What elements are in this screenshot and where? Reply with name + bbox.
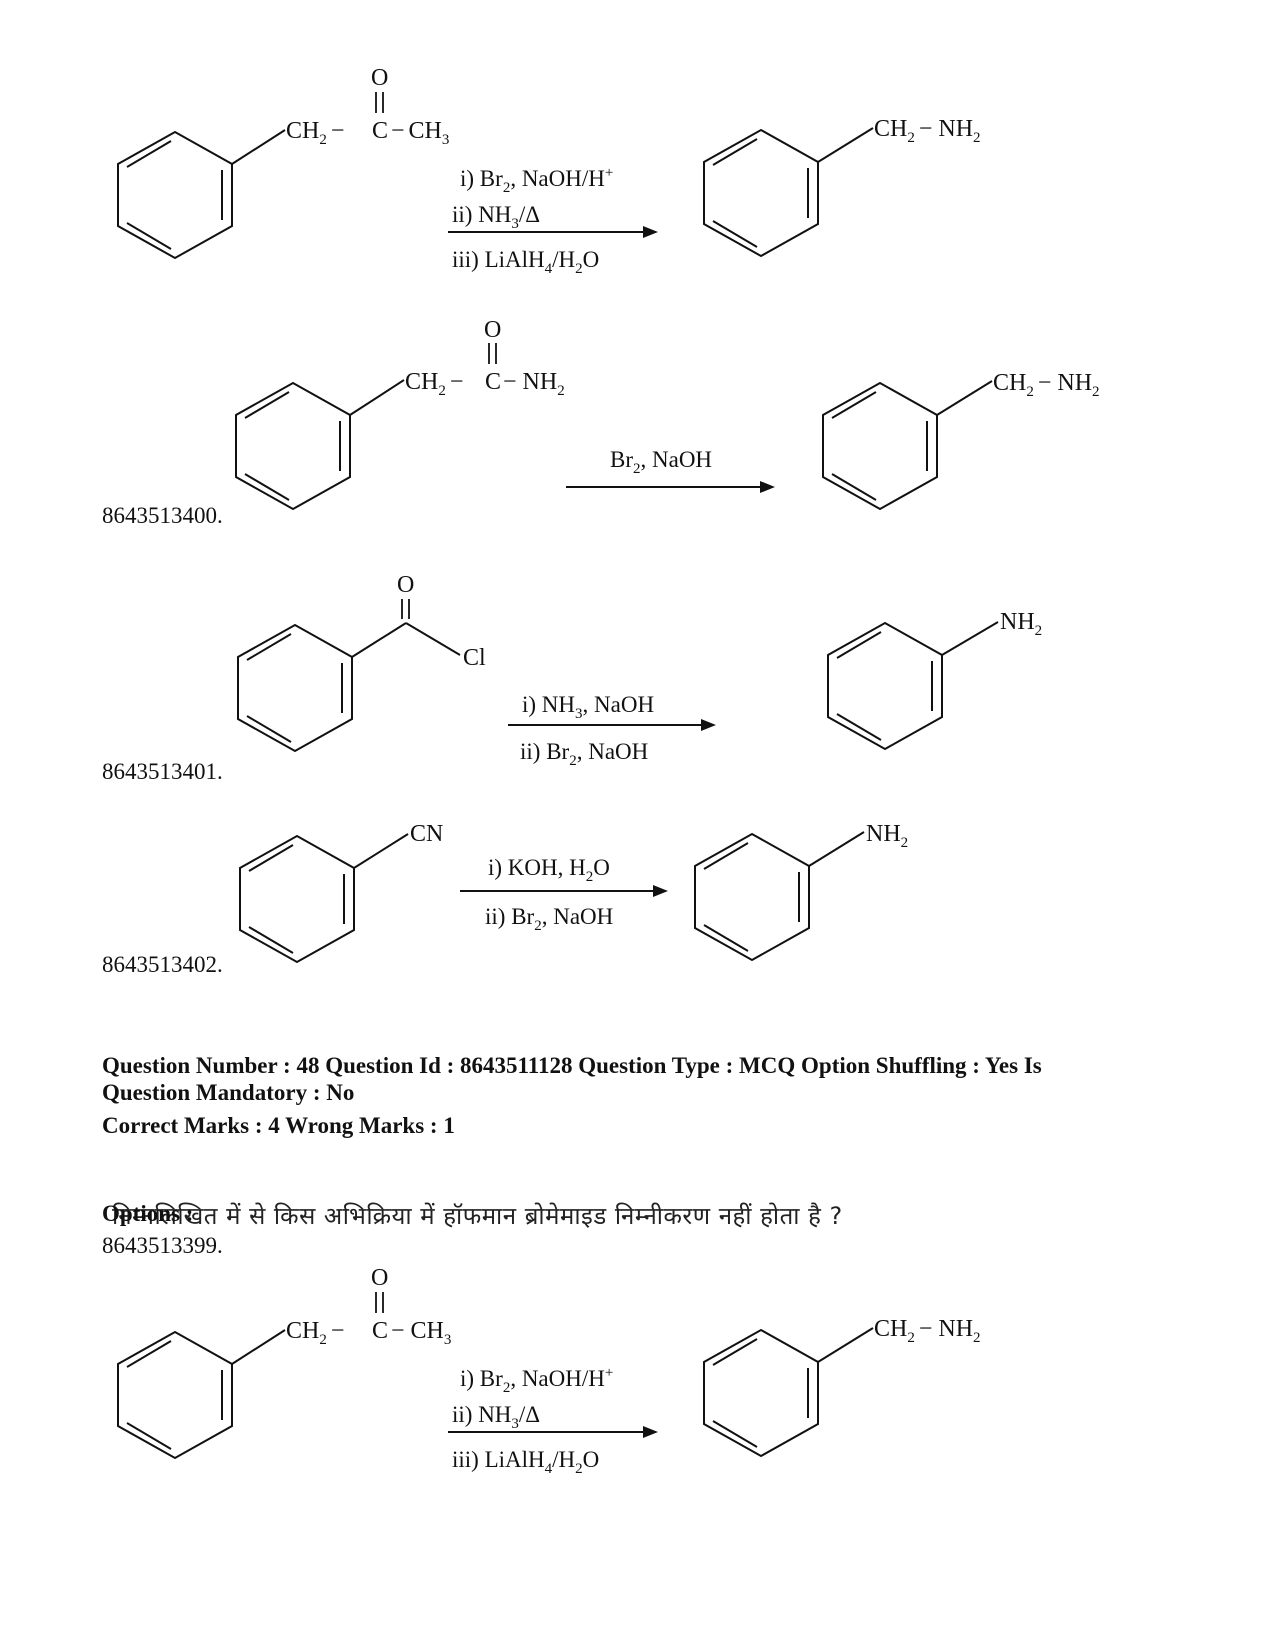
benzene-ring-product	[822, 381, 938, 511]
reagent-line: ii) NH3/Δ	[452, 1402, 540, 1432]
reaction-scheme: O Cl i) NH3, NaOH ii) Br2, NaOH NH2	[237, 572, 1042, 769]
question-header-line1: Question Number : 48 Question Id : 86435…	[102, 1053, 1042, 1078]
benzene-ring-product	[827, 621, 943, 751]
question-text: निम्नलिखित में से किस अभिक्रिया में हॉफम…	[112, 1202, 843, 1230]
benzene-ring-start	[117, 130, 233, 260]
group-ch3: − CH3	[391, 1318, 451, 1348]
reagent-line: i) NH3, NaOH	[522, 692, 654, 722]
option-id: 8643513402.	[102, 952, 223, 977]
option-id: 8643513399.	[102, 1233, 223, 1258]
benzene-ring-start	[237, 623, 353, 753]
benzene-ring-product	[694, 832, 810, 962]
group-ch3: −CH3	[391, 118, 449, 148]
reagent-line: i) KOH, H2O	[488, 855, 610, 885]
group-cn: CN	[410, 821, 443, 847]
reaction-option-8643513401: O Cl i) NH3, NaOH ii) Br2, NaOH NH2	[0, 565, 1275, 770]
reaction-option-8643513400: CH2− C O − NH2 Br2, NaOH CH2− NH2	[0, 315, 1275, 525]
reagent-line: iii) LiAlH4/H2O	[452, 247, 599, 277]
group-ch2: CH2−	[286, 118, 344, 148]
reagent-line: Br2, NaOH	[610, 447, 712, 477]
carbonyl-oxygen: O	[371, 1265, 388, 1291]
carbonyl-carbon: C	[372, 1318, 388, 1344]
product-group: CH2− NH2	[874, 116, 981, 146]
product-group: NH2	[1000, 609, 1042, 639]
carbonyl-carbon: C	[372, 118, 388, 144]
group-ch2: CH2−	[405, 369, 463, 399]
options-label: Options :	[102, 1201, 194, 1226]
group-ch2: CH2−	[286, 1318, 344, 1348]
reagent-line: ii) Br2, NaOH	[520, 739, 648, 769]
benzene-ring-product	[703, 128, 819, 258]
reaction-top-1: CH2− C O −CH3 i) Br2, NaOH/H+ ii) NH3/Δ …	[0, 60, 1275, 290]
benzene-ring-start	[117, 1330, 233, 1460]
reagent-line: i) Br2, NaOH/H+	[460, 165, 613, 196]
option-id: 8643513401.	[102, 759, 223, 784]
question-marks: Correct Marks : 4 Wrong Marks : 1	[102, 1113, 455, 1138]
benzene-ring-start	[239, 834, 355, 964]
group-nh2: − NH2	[503, 369, 565, 399]
reaction-scheme: CN i) KOH, H2O ii) Br2, NaOH NH2	[239, 821, 908, 964]
reagent-line: ii) NH3/Δ	[452, 202, 540, 232]
benzene-ring-product	[703, 1328, 819, 1458]
carbonyl-carbon: C	[485, 369, 501, 395]
carbonyl-oxygen: O	[397, 572, 414, 598]
reaction-scheme: CH2− C O − NH2 Br2, NaOH CH2− NH2	[235, 317, 1100, 511]
product-group: CH2− NH2	[874, 1316, 981, 1346]
product-group: CH2− NH2	[993, 370, 1100, 400]
group-cl: Cl	[463, 645, 486, 671]
reagent-line: iii) LiAlH4/H2O	[452, 1447, 599, 1477]
reagent-line: ii) Br2, NaOH	[485, 904, 613, 934]
reaction-option-8643513399: CH2− C O − CH3 i) Br2, NaOH/H+ ii) NH3/Δ…	[0, 1260, 1275, 1490]
benzene-ring-start	[235, 381, 351, 511]
product-group: NH2	[866, 821, 908, 851]
carbonyl-oxygen: O	[484, 317, 501, 343]
reaction-option-8643513402: CN i) KOH, H2O ii) Br2, NaOH NH2	[0, 810, 1275, 970]
question-header-line2: Question Mandatory : No	[102, 1080, 355, 1105]
reaction-scheme: CH2− C O −CH3 i) Br2, NaOH/H+ ii) NH3/Δ …	[117, 65, 981, 277]
reagent-line: i) Br2, NaOH/H+	[460, 1365, 613, 1396]
reaction-scheme: CH2− C O − CH3 i) Br2, NaOH/H+ ii) NH3/Δ…	[117, 1265, 981, 1477]
carbonyl-oxygen: O	[371, 65, 388, 91]
option-id: 8643513400.	[102, 503, 223, 528]
